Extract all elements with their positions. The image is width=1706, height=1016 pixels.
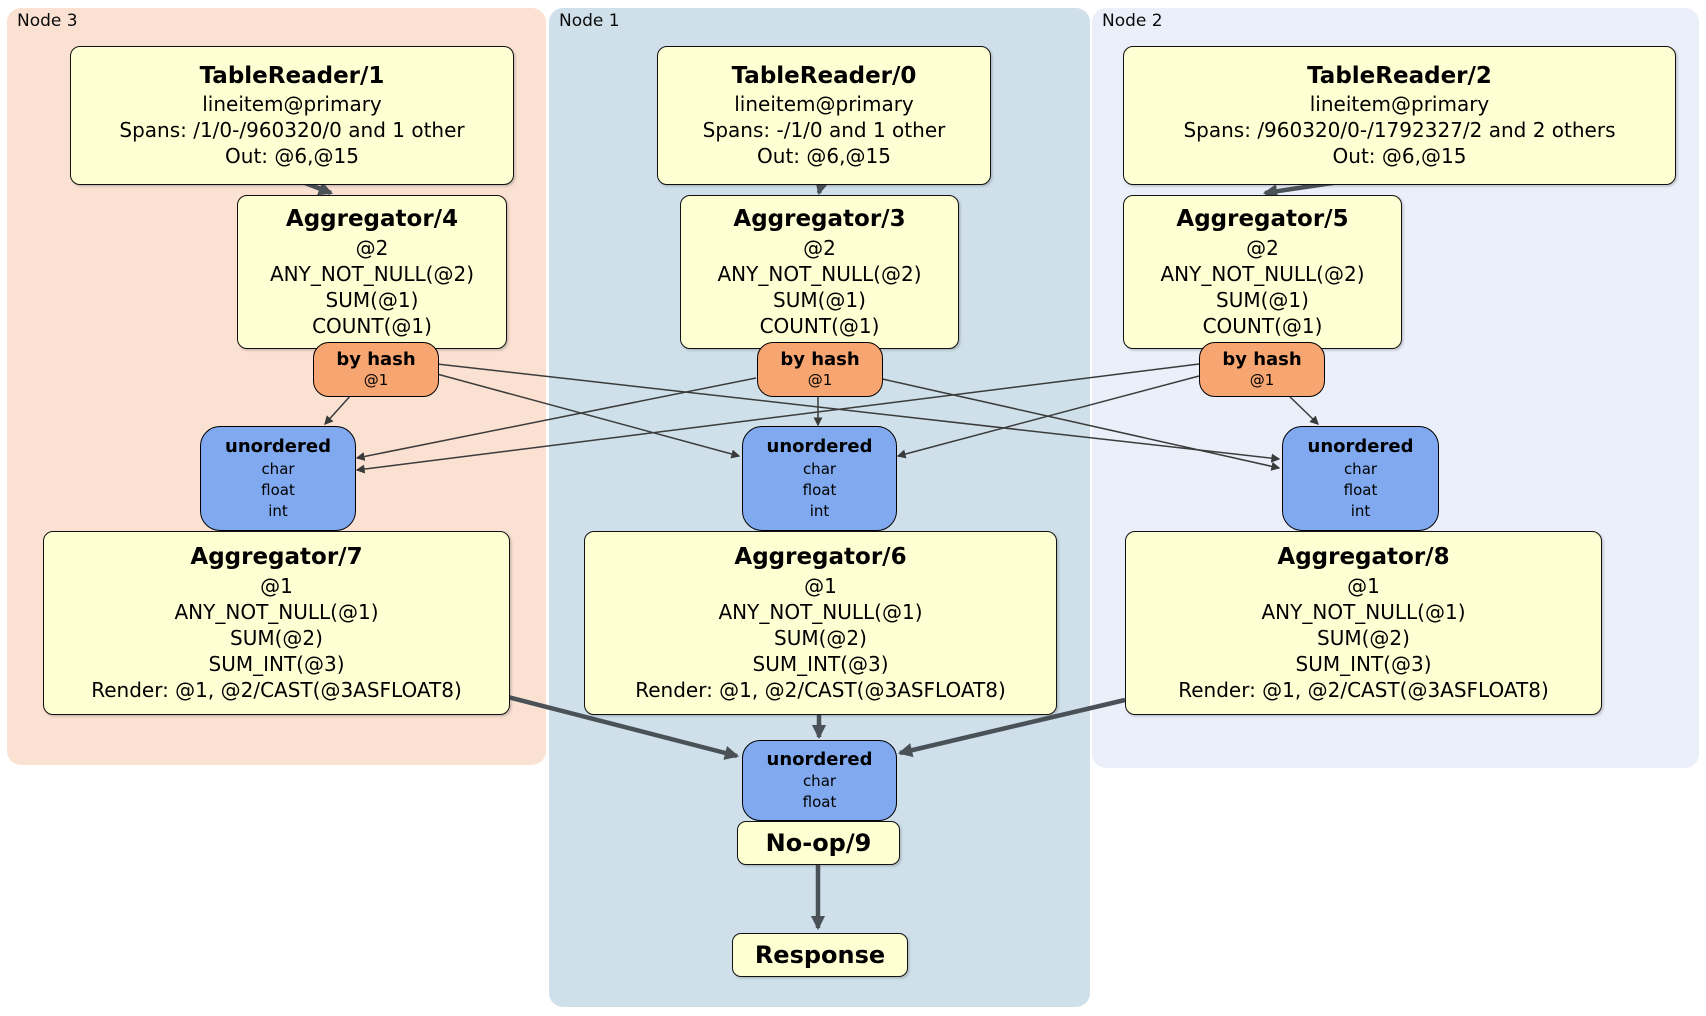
processor-title: Aggregator/4 — [285, 206, 459, 233]
edge-aggregator8-final-sync — [897, 697, 1126, 758]
processor-title: Aggregator/6 — [734, 544, 907, 571]
agg-render: Render: @1, @2/CAST(@3ASFLOAT8) — [91, 677, 462, 702]
agg-group-cols: @1 — [804, 573, 837, 598]
agg-group-cols: @2 — [803, 235, 836, 260]
agg-fn: SUM(@1) — [1216, 287, 1309, 312]
edge-hashrouter-n1-sync-n2 — [877, 377, 1281, 471]
sync-type: char — [1343, 459, 1378, 478]
agg-fn: SUM_INT(@3) — [208, 651, 345, 676]
hash-router-node3: by hash @1 — [313, 342, 439, 397]
sync-title: unordered — [766, 748, 873, 770]
agg-render: Render: @1, @2/CAST(@3ASFLOAT8) — [635, 677, 1006, 702]
agg-fn: ANY_NOT_NULL(@2) — [717, 261, 922, 286]
node3-label: Node 3 — [17, 11, 78, 31]
processor-out: Out: @6,@15 — [1332, 144, 1467, 169]
sync-node2: unordered char float int — [1282, 426, 1439, 531]
hash-router-node1: by hash @1 — [757, 342, 883, 397]
sync-title: unordered — [1307, 436, 1414, 458]
processor-title: Aggregator/3 — [733, 206, 906, 233]
node2-label: Node 2 — [1102, 11, 1163, 31]
processor-out: Out: @6,@15 — [225, 144, 359, 169]
edge-hashrouter-n2-sync-n1 — [896, 375, 1200, 459]
sync-type: float — [261, 480, 295, 499]
edge-hashrouter-n1-sync-n3 — [355, 377, 757, 461]
processor-spans: Spans: -/1/0 and 1 other — [702, 118, 946, 143]
sync-type: char — [802, 772, 837, 791]
sync-type: float — [802, 793, 837, 812]
edge-hashrouter-n3-sync-n2 — [436, 363, 1281, 463]
sync-node1: unordered char float int — [742, 426, 897, 531]
router-title: by hash — [780, 349, 860, 371]
sync-type: int — [268, 501, 288, 520]
processor-title: No-op/9 — [765, 828, 872, 857]
sync-type: float — [802, 480, 837, 499]
agg-fn: SUM(@2) — [774, 625, 867, 650]
processor-aggregator-5: Aggregator/5 @2 ANY_NOT_NULL(@2) SUM(@1)… — [1123, 195, 1402, 349]
edge-hashrouter-n2-sync-n2 — [1285, 392, 1319, 425]
processor-tablereader-1: TableReader/1 lineitem@primary Spans: /1… — [70, 46, 514, 185]
agg-fn: ANY_NOT_NULL(@1) — [174, 599, 379, 624]
processor-title: Aggregator/8 — [1277, 544, 1450, 571]
sync-type: int — [809, 501, 830, 520]
agg-fn: SUM(@1) — [325, 287, 419, 312]
router-columns: @1 — [807, 370, 833, 389]
agg-group-cols: @1 — [260, 573, 293, 598]
processor-title: TableReader/0 — [731, 62, 917, 89]
response-box: Response — [732, 933, 908, 977]
router-columns: @1 — [1249, 370, 1275, 389]
processor-spans: Spans: /1/0-/960320/0 and 1 other — [119, 118, 465, 143]
edge-hashrouter-n3-sync-n3 — [324, 393, 353, 426]
agg-fn: COUNT(@1) — [312, 313, 432, 338]
sync-title: unordered — [225, 436, 331, 458]
processor-title: Aggregator/7 — [190, 544, 363, 571]
final-sync: unordered char float — [742, 740, 897, 821]
processor-aggregator-6: Aggregator/6 @1 ANY_NOT_NULL(@1) SUM(@2)… — [584, 531, 1057, 715]
agg-group-cols: @1 — [1347, 573, 1380, 598]
processor-out: Out: @6,@15 — [757, 144, 891, 169]
agg-fn: SUM_INT(@3) — [1295, 651, 1432, 676]
agg-fn: ANY_NOT_NULL(@1) — [1261, 599, 1466, 624]
agg-fn: SUM_INT(@3) — [752, 651, 889, 676]
processor-tablereader-0: TableReader/0 lineitem@primary Spans: -/… — [657, 46, 991, 185]
router-title: by hash — [1222, 349, 1302, 371]
hash-router-node2: by hash @1 — [1199, 342, 1325, 397]
sync-type: char — [802, 459, 837, 478]
processor-index: lineitem@primary — [202, 92, 382, 117]
processor-spans: Spans: /960320/0-/1792327/2 and 2 others — [1183, 118, 1616, 143]
processor-tablereader-2: TableReader/2 lineitem@primary Spans: /9… — [1123, 46, 1676, 185]
sync-type: char — [261, 459, 295, 478]
agg-render: Render: @1, @2/CAST(@3ASFLOAT8) — [1178, 677, 1549, 702]
processor-aggregator-4: Aggregator/4 @2 ANY_NOT_NULL(@2) SUM(@1)… — [237, 195, 507, 349]
sync-type: int — [1350, 501, 1371, 520]
processor-title: TableReader/2 — [1307, 62, 1492, 89]
agg-fn: SUM(@2) — [230, 625, 323, 650]
agg-group-cols: @2 — [1246, 235, 1279, 260]
edge-aggregator7-final-sync — [507, 694, 740, 760]
processor-title: Aggregator/5 — [1176, 206, 1349, 233]
agg-fn: COUNT(@1) — [1202, 313, 1323, 338]
response-title: Response — [754, 940, 886, 969]
processor-index: lineitem@primary — [734, 92, 914, 117]
router-columns: @1 — [363, 370, 389, 389]
router-title: by hash — [336, 349, 416, 371]
processor-aggregator-8: Aggregator/8 @1 ANY_NOT_NULL(@1) SUM(@2)… — [1125, 531, 1602, 715]
agg-fn: ANY_NOT_NULL(@2) — [270, 261, 474, 286]
processor-index: lineitem@primary — [1309, 92, 1490, 117]
agg-fn: SUM(@1) — [773, 287, 866, 312]
agg-fn: ANY_NOT_NULL(@2) — [1160, 261, 1365, 286]
processor-aggregator-7: Aggregator/7 @1 ANY_NOT_NULL(@1) SUM(@2)… — [43, 531, 510, 715]
edge-hashrouter-n2-sync-n3 — [355, 363, 1200, 474]
agg-fn: COUNT(@1) — [759, 313, 880, 338]
node1-label: Node 1 — [559, 11, 620, 31]
sync-type: float — [1343, 480, 1378, 499]
agg-fn: SUM(@2) — [1317, 625, 1410, 650]
edge-hashrouter-n3-sync-n1 — [436, 373, 741, 459]
agg-group-cols: @2 — [355, 235, 389, 260]
processor-noop: No-op/9 — [737, 821, 900, 865]
agg-fn: ANY_NOT_NULL(@1) — [718, 599, 923, 624]
sync-node3: unordered char float int — [200, 426, 356, 531]
sync-title: unordered — [766, 436, 873, 458]
processor-aggregator-3: Aggregator/3 @2 ANY_NOT_NULL(@2) SUM(@1)… — [680, 195, 959, 349]
processor-title: TableReader/1 — [199, 62, 385, 89]
